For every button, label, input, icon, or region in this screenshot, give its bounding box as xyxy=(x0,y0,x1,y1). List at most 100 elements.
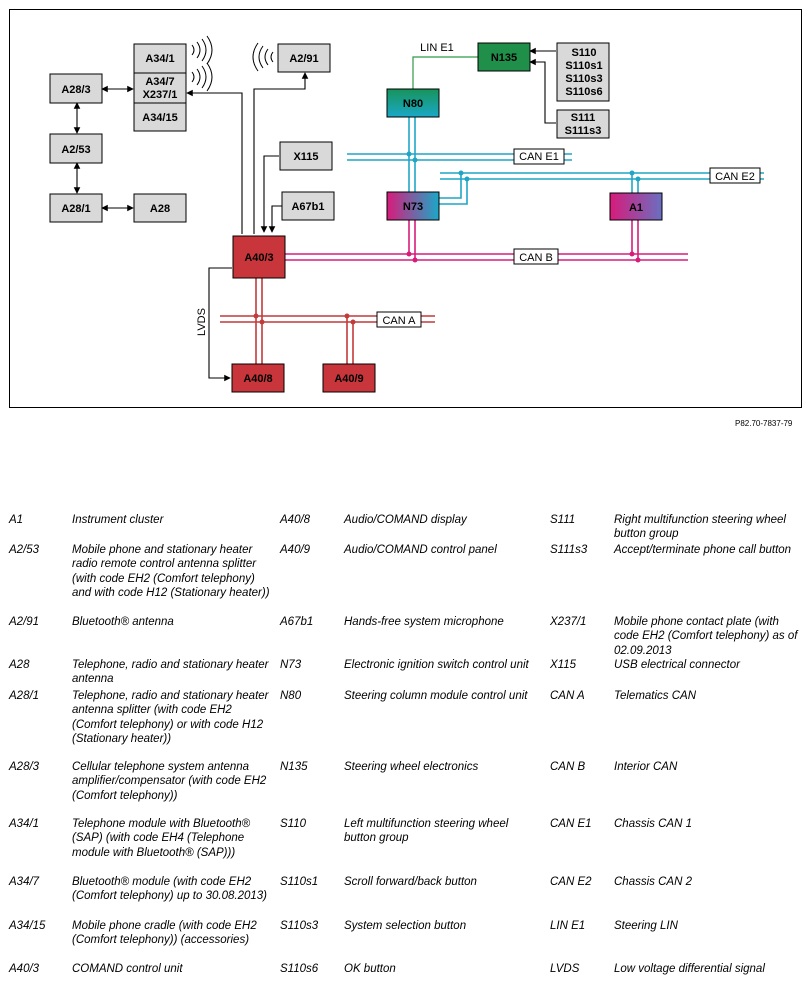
node-label-n80: N80 xyxy=(403,98,423,110)
node-label-s110: S110 xyxy=(571,47,596,59)
node-label-s110s6: S110s6 xyxy=(565,86,602,98)
legend-code: CAN B xyxy=(550,761,586,773)
a1-box xyxy=(609,192,663,221)
legend-description: Mobile phone contact plate (with code EH… xyxy=(614,616,798,657)
legend-description: Telematics CAN xyxy=(614,690,697,702)
legend-code: S111s3 xyxy=(550,544,588,556)
legend-code: A28 xyxy=(9,659,30,671)
a40-3-box xyxy=(232,235,286,279)
legend-code: CAN A xyxy=(550,690,585,702)
n80-can-e1-link xyxy=(408,117,416,192)
legend-description: Interior CAN xyxy=(614,761,678,773)
node-label-a2-91: A2/91 xyxy=(289,53,318,65)
node-label-a40-9: A40/9 xyxy=(334,373,363,385)
signal-lines xyxy=(73,47,556,382)
node-label-s110s1: S110s1 xyxy=(565,60,602,72)
legend-code: A67b1 xyxy=(280,616,314,628)
n80-box xyxy=(386,88,440,118)
node-label-s111s3: S111s3 xyxy=(565,125,602,137)
node-label-a1: A1 xyxy=(629,202,643,214)
node-label-a40-3: A40/3 xyxy=(244,252,273,264)
legend-code: N135 xyxy=(280,761,308,773)
legend-code: A28/3 xyxy=(9,761,40,773)
legend-code: A1 xyxy=(9,514,24,526)
legend-code: N80 xyxy=(280,690,302,702)
legend-description: Hands-free system microphone xyxy=(344,616,504,628)
legend-description: Audio/COMAND display xyxy=(344,514,467,526)
a40-9-box xyxy=(322,363,376,393)
legend-description: Steering LIN xyxy=(614,920,678,932)
legend-code: S110s1 xyxy=(280,876,319,888)
node-label-a2-53: A2/53 xyxy=(61,144,90,156)
legend-description: Right multifunction steering wheel butto… xyxy=(614,514,786,541)
legend-description: USB electrical connector xyxy=(614,659,740,671)
legend-code: A40/8 xyxy=(280,514,311,526)
legend-code: CAN E1 xyxy=(550,818,592,830)
legend-description: Telephone, radio and stationary heater a… xyxy=(72,690,269,746)
node-label-a34-7: A34/7 xyxy=(145,76,174,88)
node-label-n73: N73 xyxy=(403,201,423,213)
legend-description: Steering wheel electronics xyxy=(344,761,479,773)
diagram-frame xyxy=(9,9,802,408)
component-boxes xyxy=(49,42,610,223)
legend-description: Left multifunction steering wheel button… xyxy=(344,818,509,845)
legend-code: A40/3 xyxy=(9,963,40,975)
legend-code: X115 xyxy=(550,659,577,671)
legend-description: Steering column module control unit xyxy=(344,690,528,702)
legend-description: Mobile phone and stationary heater radio… xyxy=(72,544,270,600)
legend-code: S110s6 xyxy=(280,963,319,975)
legend-description: Scroll forward/back button xyxy=(344,876,477,888)
legend-description: Chassis CAN 2 xyxy=(614,876,692,888)
lvds-label: LVDS xyxy=(196,308,208,336)
can-e1-label: CAN E1 xyxy=(519,151,559,163)
legend-description: Bluetooth® module (with code EH2 (Comfor… xyxy=(72,876,267,903)
can-a-junctions xyxy=(253,313,356,325)
a40-8-box xyxy=(231,363,285,393)
n73-can-e2-link xyxy=(438,173,468,205)
can-b-label: CAN B xyxy=(519,252,553,264)
legend-code: A34/7 xyxy=(9,876,40,888)
legend-description: Bluetooth® antenna xyxy=(72,616,174,628)
can-b-bus xyxy=(285,220,688,261)
legend-code: LVDS xyxy=(550,963,580,975)
legend-description: COMAND control unit xyxy=(72,963,183,975)
node-label-x237-1: X237/1 xyxy=(143,89,178,101)
legend-description: Accept/terminate phone call button xyxy=(614,544,792,556)
can-e2-label: CAN E2 xyxy=(715,171,755,183)
legend-description: Telephone, radio and stationary heater a… xyxy=(72,659,269,686)
can-a-label: CAN A xyxy=(382,315,416,327)
reference-code: P82.70-7837-79 xyxy=(735,419,793,428)
legend-code: A2/91 xyxy=(9,616,40,628)
n135-box xyxy=(477,42,531,72)
legend-code: A28/1 xyxy=(9,690,40,702)
legend-description: System selection button xyxy=(344,920,467,932)
legend-code: A34/15 xyxy=(9,920,46,932)
legend-code: S111 xyxy=(550,514,576,526)
node-label-a28: A28 xyxy=(150,203,170,215)
legend-code: A2/53 xyxy=(9,544,40,556)
legend-description: Low voltage differential signal xyxy=(614,963,765,975)
legend-description: Telephone module with Bluetooth® (SAP) (… xyxy=(72,818,251,859)
legend-description: Audio/COMAND control panel xyxy=(344,544,497,556)
node-label-a34-15: A34/15 xyxy=(142,112,177,124)
lin-e1-line xyxy=(412,56,478,89)
lin-e1-label: LIN E1 xyxy=(420,42,454,54)
legend-description: OK button xyxy=(344,963,396,975)
node-label-a67b1: A67b1 xyxy=(291,201,324,213)
node-label-s111: S111 xyxy=(571,112,595,124)
can-b-junctions xyxy=(406,251,641,263)
legend-description: Cellular telephone system antenna amplif… xyxy=(72,761,267,802)
legend-code: A40/9 xyxy=(280,544,311,556)
legend-code: S110s3 xyxy=(280,920,319,932)
node-label-x115: X115 xyxy=(293,151,318,163)
bus-label-boxes xyxy=(376,148,761,328)
node-label-a34-1: A34/1 xyxy=(145,53,174,65)
n73-box xyxy=(386,191,440,221)
node-label-a28-1: A28/1 xyxy=(61,203,90,215)
legend-code: X237/1 xyxy=(550,616,587,628)
legend-code: N73 xyxy=(280,659,302,671)
legend-code: A34/1 xyxy=(9,818,40,830)
node-label-a40-8: A40/8 xyxy=(243,373,272,385)
legend-code: S110 xyxy=(280,818,307,830)
